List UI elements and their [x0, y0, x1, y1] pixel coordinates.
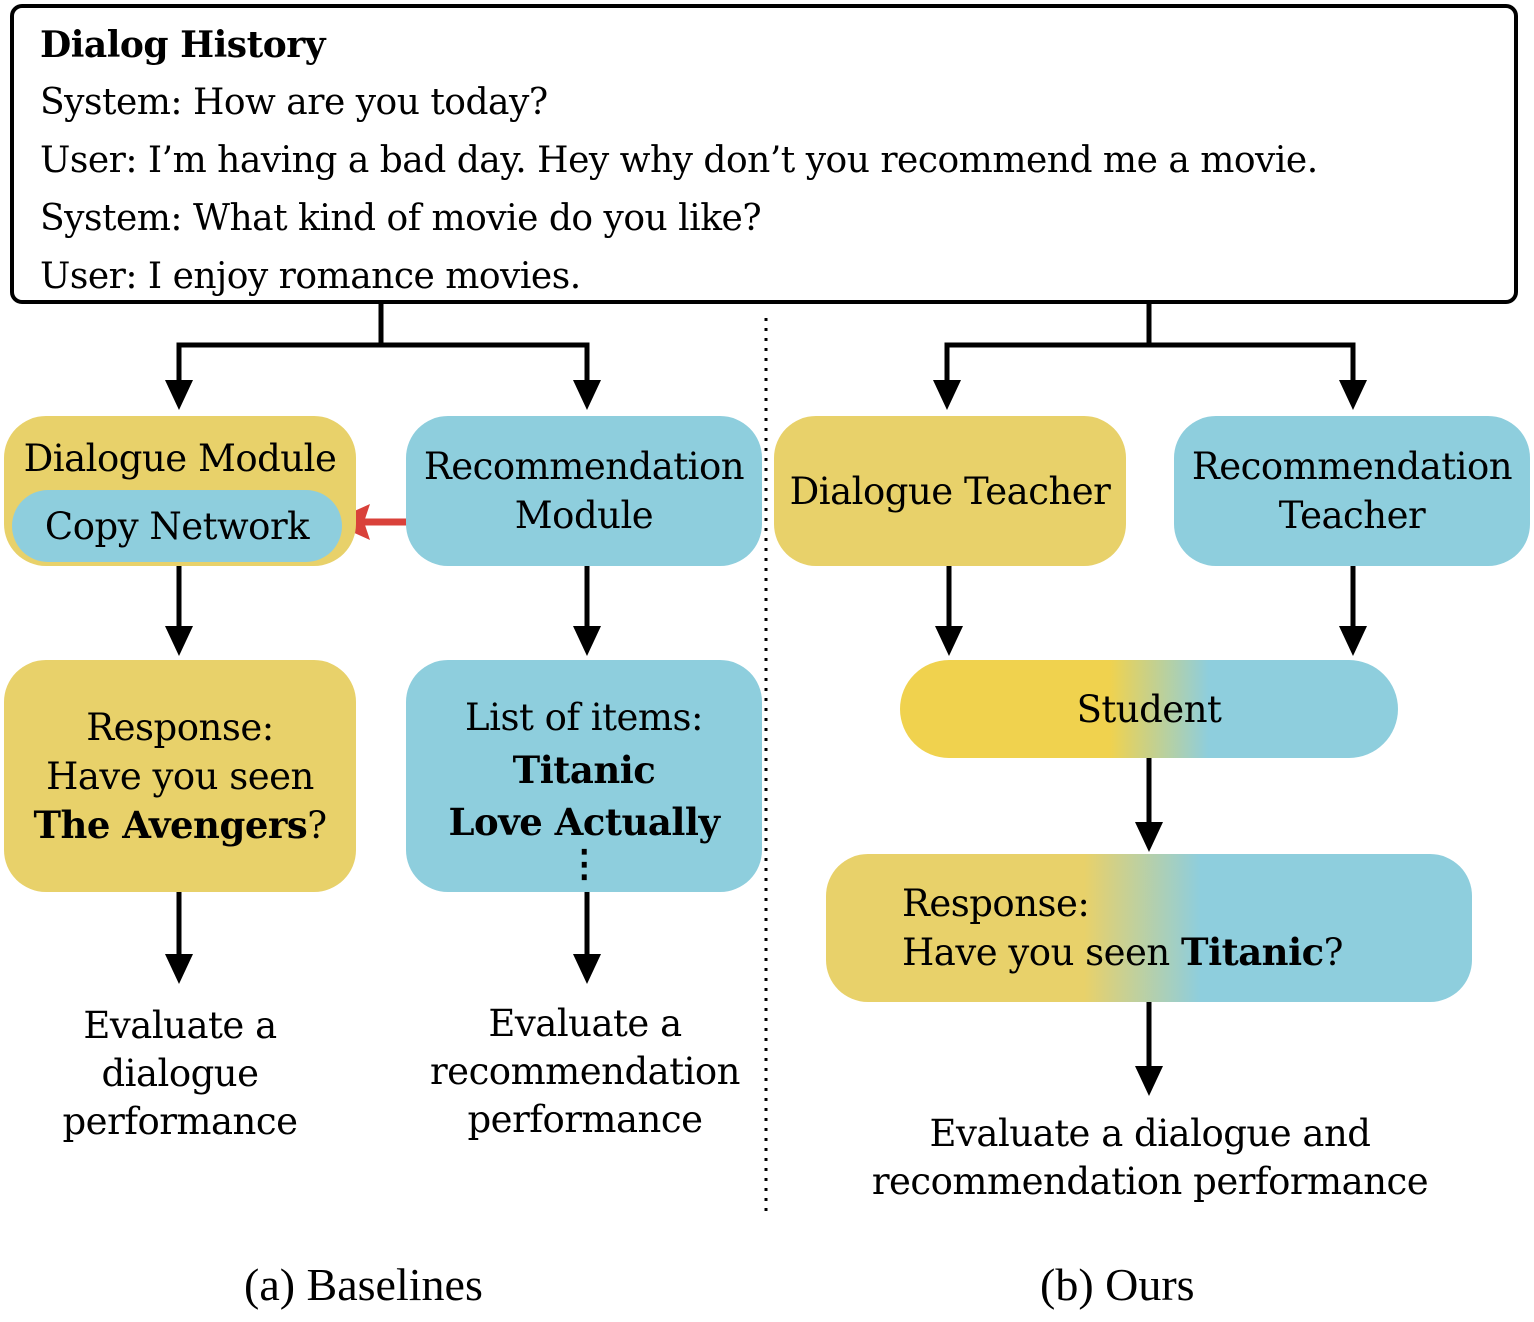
arrow-head	[573, 626, 601, 656]
connector-line	[1149, 342, 1356, 382]
caption-ours: (b) Ours	[1040, 1259, 1195, 1310]
arrow-head	[573, 954, 601, 984]
recommendation-teacher-label: Teacher	[1278, 494, 1426, 537]
recommendation-module-label: Module	[514, 494, 654, 537]
item-list-entry: Love Actually	[448, 800, 720, 844]
dialogue-module-label: Dialogue Module	[23, 437, 337, 480]
dialog-line: System: What kind of movie do you like?	[40, 198, 762, 239]
eval-line: Evaluate a	[83, 1004, 277, 1047]
arrow-head	[165, 954, 193, 984]
eval-line: Evaluate a dialogue and	[929, 1112, 1371, 1155]
student-box: Student	[900, 660, 1398, 758]
copy-network-label: Copy Network	[44, 504, 310, 548]
recommendation-module-box: Recommendation Module	[406, 416, 762, 566]
arrow-head	[1135, 1066, 1163, 1096]
arrow-head	[165, 380, 193, 410]
arrow-head	[933, 380, 961, 410]
arrow-head	[573, 380, 601, 410]
item-list-label: List of items:	[465, 696, 703, 739]
recommendation-teacher-label: Recommendation	[1191, 445, 1513, 488]
dialog-history-title: Dialog History	[40, 24, 326, 66]
dialog-line: User: I’m having a bad day. Hey why don’…	[40, 140, 1318, 181]
caption-baselines: (a) Baselines	[244, 1259, 483, 1310]
eval-recommendation-label: Evaluate a recommendation performance	[404, 1000, 766, 1144]
dialog-line: System: How are you today?	[40, 82, 548, 123]
copy-network-box: Copy Network	[12, 490, 342, 562]
item-list-box: List of items: Titanic Love Actually ⋮	[406, 660, 762, 892]
response-suffix: ?	[1323, 931, 1344, 974]
eval-line: Evaluate a	[488, 1002, 682, 1045]
eval-line: recommendation performance	[871, 1160, 1429, 1203]
eval-line: dialogue	[101, 1052, 259, 1095]
response-line: Have you seen	[46, 754, 314, 798]
eval-combined-label: Evaluate a dialogue and recommendation p…	[820, 1110, 1480, 1206]
eval-line: recommendation	[429, 1050, 741, 1093]
response-label: Response:	[86, 705, 274, 749]
recommendation-module-label: Recommendation	[423, 445, 745, 488]
ellipsis-icon: ⋮	[565, 841, 603, 885]
response-prefix: Have you seen	[902, 931, 1182, 974]
response-movie: Titanic	[1181, 930, 1324, 974]
baseline-response-box: Response: Have you seen The Avengers?	[4, 660, 356, 892]
arrow-head	[935, 626, 963, 656]
student-label: Student	[1076, 687, 1222, 731]
connector-line	[176, 304, 384, 382]
eval-line: performance	[62, 1100, 298, 1143]
dialogue-teacher-box: Dialogue Teacher	[774, 416, 1126, 566]
item-list-entry: Titanic	[512, 748, 656, 792]
arrow-head	[165, 626, 193, 656]
connector-line	[381, 342, 590, 382]
dialog-history-box: Dialog History System: How are you today…	[10, 4, 1518, 304]
dialogue-teacher-label: Dialogue Teacher	[789, 469, 1111, 513]
arrow-head	[1339, 626, 1367, 656]
ours-response-box: Response: Have you seen Titanic?	[826, 854, 1472, 1002]
connector-line	[944, 304, 1152, 382]
response-suffix: ?	[307, 803, 327, 847]
arrow-head	[1135, 822, 1163, 852]
response-label: Response:	[902, 882, 1090, 925]
response-movie-line: The Avengers?	[33, 801, 327, 850]
eval-dialogue-label: Evaluate a dialogue performance	[20, 1002, 340, 1146]
eval-line: performance	[467, 1098, 703, 1141]
dialog-line: User: I enjoy romance movies.	[40, 256, 581, 297]
recommendation-teacher-box: Recommendation Teacher	[1174, 416, 1530, 566]
arrow-head	[1339, 380, 1367, 410]
response-line: Have you seen Titanic?	[902, 928, 1344, 977]
response-movie: The Avengers	[33, 802, 308, 847]
